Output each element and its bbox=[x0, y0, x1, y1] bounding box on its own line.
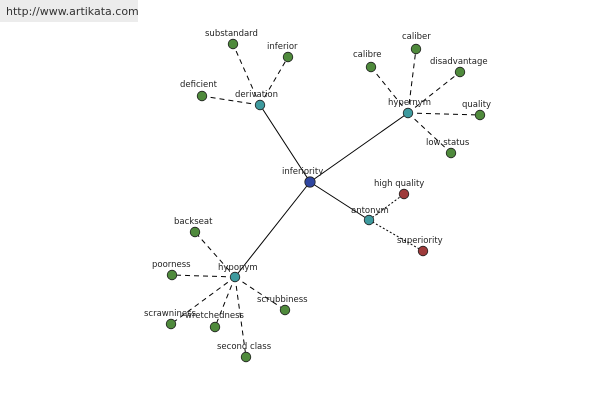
leaf-node-dot[interactable] bbox=[417, 245, 429, 257]
edge-hyponym-scrawniness bbox=[170, 276, 236, 325]
edge-hypernym-calibre bbox=[370, 66, 409, 114]
edge-derivation-inferior bbox=[259, 56, 289, 106]
edge-hyponym-scrubbiness bbox=[234, 276, 286, 311]
edge-derivation-substandard bbox=[232, 43, 261, 106]
relation-node-dot[interactable] bbox=[402, 107, 414, 119]
leaf-node-dot[interactable] bbox=[196, 90, 208, 102]
leaf-node-dot[interactable] bbox=[365, 61, 377, 73]
edge-hypernym-caliber bbox=[407, 48, 417, 114]
leaf-node-label: backseat bbox=[174, 217, 213, 227]
leaf-node-scrawniness[interactable]: scrawniness bbox=[144, 309, 197, 330]
edge-antonym-high-quality bbox=[368, 193, 405, 221]
leaf-node-dot[interactable] bbox=[209, 321, 221, 333]
leaf-node-label: caliber bbox=[402, 32, 431, 42]
leaf-node-dot[interactable] bbox=[227, 38, 239, 50]
center-node-dot[interactable] bbox=[304, 176, 316, 188]
leaf-node-scrubbiness[interactable]: scrubbiness bbox=[257, 295, 308, 316]
edge-derivation-deficient bbox=[201, 95, 261, 106]
leaf-node-backseat[interactable]: backseat bbox=[174, 217, 213, 238]
edge-hypernym-quality bbox=[407, 112, 481, 116]
url-banner: http://www.artikata.com bbox=[0, 0, 139, 22]
relation-node-label: hyponym bbox=[218, 263, 258, 273]
leaf-node-disadvantage[interactable]: disadvantage bbox=[430, 57, 488, 78]
leaf-node-dot[interactable] bbox=[165, 318, 177, 330]
leaf-node-label: quality bbox=[462, 100, 491, 110]
leaf-node-label: scrubbiness bbox=[257, 295, 308, 305]
relation-node-hyponym[interactable]: hyponym bbox=[218, 263, 258, 283]
leaf-node-dot[interactable] bbox=[398, 188, 410, 200]
edge-hyponym-second-class bbox=[234, 276, 247, 358]
leaf-node-dot[interactable] bbox=[454, 66, 466, 78]
leaf-node-inferior[interactable]: inferior bbox=[267, 42, 298, 63]
relation-node-derivation[interactable]: derivation bbox=[235, 90, 278, 111]
leaf-node-dot[interactable] bbox=[282, 51, 294, 63]
leaf-node-low-status[interactable]: low status bbox=[426, 138, 470, 159]
leaf-node-dot[interactable] bbox=[240, 351, 252, 363]
edge-hyponym-backseat bbox=[194, 231, 236, 278]
leaf-node-label: substandard bbox=[205, 29, 258, 39]
leaf-node-dot[interactable] bbox=[166, 269, 178, 281]
leaf-node-dot[interactable] bbox=[410, 43, 422, 55]
edges-layer bbox=[170, 43, 481, 358]
relation-node-label: hypernym bbox=[388, 98, 431, 108]
leaf-node-second-class[interactable]: second class bbox=[217, 342, 272, 363]
relation-node-label: derivation bbox=[235, 90, 278, 100]
url-link[interactable]: http://www.artikata.com bbox=[6, 5, 139, 18]
leaf-node-label: deficient bbox=[180, 80, 218, 90]
leaf-node-substandard[interactable]: substandard bbox=[205, 29, 258, 50]
edge-center-hypernym bbox=[309, 112, 409, 183]
leaf-node-label: disadvantage bbox=[430, 57, 488, 67]
leaf-node-label: scrawniness bbox=[144, 309, 197, 319]
leaf-node-dot[interactable] bbox=[445, 147, 457, 159]
leaf-node-label: inferior bbox=[267, 42, 298, 52]
relation-node-hypernym[interactable]: hypernym bbox=[388, 98, 431, 119]
leaf-node-label: high quality bbox=[374, 179, 424, 189]
leaf-node-high-quality[interactable]: high quality bbox=[374, 179, 424, 200]
leaf-node-deficient[interactable]: deficient bbox=[180, 80, 218, 102]
edge-center-antonym bbox=[309, 181, 370, 221]
edge-hyponym-poorness bbox=[171, 274, 236, 278]
leaf-node-dot[interactable] bbox=[189, 226, 201, 238]
relation-node-dot[interactable] bbox=[254, 99, 266, 111]
leaf-node-label: calibre bbox=[353, 50, 382, 60]
relation-node-antonym[interactable]: antonym bbox=[351, 206, 389, 226]
center-node-inferiority[interactable]: inferiority bbox=[282, 167, 323, 188]
leaf-node-label: second class bbox=[217, 342, 272, 352]
edge-center-hyponym bbox=[234, 181, 311, 278]
leaf-node-wretchedness[interactable]: wretchedness bbox=[185, 311, 245, 333]
center-node-label: inferiority bbox=[282, 167, 323, 177]
leaf-node-caliber[interactable]: caliber bbox=[402, 32, 431, 55]
leaf-node-dot[interactable] bbox=[279, 304, 291, 316]
leaf-node-label: poorness bbox=[152, 260, 191, 270]
relation-node-dot[interactable] bbox=[229, 271, 241, 283]
relation-node-dot[interactable] bbox=[363, 214, 375, 226]
relation-node-label: antonym bbox=[351, 206, 389, 216]
leaf-node-label: low status bbox=[426, 138, 470, 148]
leaf-node-calibre[interactable]: calibre bbox=[353, 50, 382, 73]
nodes-layer: substandard inferior deficient caliber calib… bbox=[144, 29, 491, 363]
edge-hypernym-low-status bbox=[407, 112, 452, 154]
leaf-node-poorness[interactable]: poorness bbox=[152, 260, 191, 281]
edge-hypernym-disadvantage bbox=[407, 71, 461, 114]
leaf-node-quality[interactable]: quality bbox=[462, 100, 491, 121]
leaf-node-dot[interactable] bbox=[474, 109, 486, 121]
edge-center-derivation bbox=[259, 104, 311, 183]
leaf-node-label: wretchedness bbox=[185, 311, 245, 321]
leaf-node-label: superiority bbox=[397, 236, 443, 246]
leaf-node-superiority[interactable]: superiority bbox=[397, 236, 443, 257]
